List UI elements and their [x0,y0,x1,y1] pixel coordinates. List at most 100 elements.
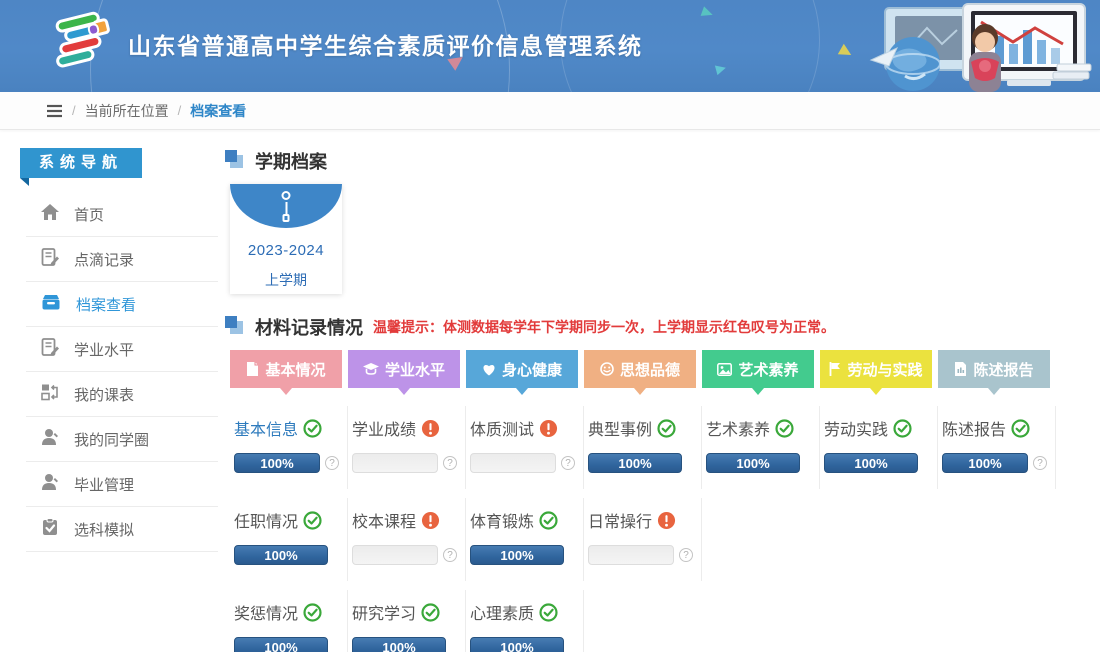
tab-moral-character[interactable]: 思想品德 [584,350,696,388]
paper-plane-icon [837,43,855,61]
progress-bar: 100% [234,453,320,473]
sidebar-item-home[interactable]: 首页 [26,192,218,237]
progress-bar: 100% [942,453,1028,473]
heart-icon [482,363,496,376]
tab-art[interactable]: 艺术素养 [702,350,814,388]
sidebar-item-classmates[interactable]: 我的同学圈 [26,417,218,462]
graduation-icon [40,472,60,497]
card-psych-quality: 心理素质 100% [466,590,584,652]
graduation-cap-icon [362,362,379,376]
pin-icon [281,191,291,216]
section-icon [225,315,243,334]
complete-icon [421,602,440,622]
card-position-status: 任职情况 100% [230,498,348,581]
complete-icon [303,602,322,622]
card-research-study: 研究学习 100% [348,590,466,652]
semester-term: 上学期 [265,272,307,288]
tab-statement-report[interactable]: 陈述报告 [938,350,1050,388]
classmates-icon [40,427,60,452]
archive-icon [40,292,62,317]
complete-icon [775,418,794,438]
complete-icon [893,418,912,438]
materials-section-title: 材料记录情况 [255,318,363,338]
progress-bar: 100% [234,637,328,652]
card-row-3: 奖惩情况 100% 研究学习 100% 心理素质 [230,590,1100,652]
help-icon[interactable]: ? [679,548,693,562]
card-row-1: 基本信息 100%? 学业成绩 ? 体质测试 [230,406,1100,489]
complete-icon [1011,418,1030,438]
progress-bar: 100% [234,545,328,565]
help-icon[interactable]: ? [325,456,339,470]
app-logo [48,10,122,81]
card-daily-conduct: 日常操行 ? [584,498,702,581]
progress-bar [352,545,438,565]
calendar-arc-decoration [230,184,342,228]
sidebar-item-academic-level[interactable]: 学业水平 [26,327,218,372]
help-icon[interactable]: ? [561,456,575,470]
card-labor-practice: 劳动实践 100% [820,406,938,489]
materials-tip: 温馨提示：体测数据每学年下学期同步一次，上学期显示红色叹号为正常。 [373,319,835,335]
card-reward-punishment: 奖惩情况 100% [230,590,348,652]
sidebar: 系统导航 首页 点滴记录 档案查看 学业水平 [20,148,218,652]
sidebar-item-graduation[interactable]: 毕业管理 [26,462,218,507]
sidebar-item-timetable[interactable]: 我的课表 [26,372,218,417]
tab-health[interactable]: 身心健康 [466,350,578,388]
help-icon[interactable]: ? [443,456,457,470]
help-icon[interactable]: ? [1033,456,1047,470]
schedule-icon [40,382,60,407]
card-art-literacy: 艺术素养 100% [702,406,820,489]
card-row-2: 任职情况 100% 校本课程 ? 体育锻炼 [230,498,1100,581]
complete-icon [539,510,558,530]
alert-icon [657,511,676,529]
academic-icon [40,337,60,362]
semester-card[interactable]: 2023-2024 上学期 [230,184,342,294]
breadcrumb-current[interactable]: 档案查看 [190,102,247,119]
report-icon [954,362,967,376]
card-academic-score: 学业成绩 ? [348,406,466,489]
progress-bar [588,545,674,565]
complete-icon [539,602,558,622]
card-basic-info: 基本信息 100%? [230,406,348,489]
progress-bar: 100% [352,637,446,652]
complete-icon [303,418,322,438]
breadcrumb: / 当前所在位置 / 档案查看 [0,92,1100,130]
tab-academic-level[interactable]: 学业水平 [348,350,460,388]
sidebar-item-records[interactable]: 点滴记录 [26,237,218,282]
category-tabs: 基本情况 学业水平 身心健康 思想品德 艺术素养 [230,350,1100,388]
progress-bar [352,453,438,473]
sidebar-nav: 首页 点滴记录 档案查看 学业水平 我的课表 [26,192,218,552]
card-physical-test: 体质测试 ? [466,406,584,489]
help-icon[interactable]: ? [443,548,457,562]
tab-labor-practice[interactable]: 劳动与实践 [820,350,932,388]
progress-bar: 100% [470,545,564,565]
material-cards: 基本信息 100%? 学业成绩 ? 体质测试 [230,406,1100,652]
breadcrumb-location: 当前所在位置 [84,102,169,119]
app-title: 山东省普通高中学生综合素质评价信息管理系统 [128,33,643,59]
card-statement-report: 陈述报告 100%? [938,406,1056,489]
card-typical-case: 典型事例 100% [584,406,702,489]
progress-bar: 100% [588,453,682,473]
alert-icon [539,419,558,437]
alert-icon [421,511,440,529]
card-physical-exercise: 体育锻炼 100% [466,498,584,581]
app-header: 山东省普通高中学生综合素质评价信息管理系统 [0,0,1100,92]
breadcrumb-separator: / [177,103,182,118]
menu-icon[interactable] [46,104,63,118]
record-icon [40,247,60,272]
main-content: 学期档案 2023-2024 上学期 材料记录情况 温馨提示：体测数据每学年下学… [218,148,1100,652]
sidebar-item-archive-view[interactable]: 档案查看 [26,282,218,327]
subject-select-icon [40,517,60,542]
progress-bar: 100% [706,453,800,473]
smiley-icon [600,362,614,376]
pin-icon [282,214,290,222]
sidebar-title: 系统导航 [20,148,142,186]
alert-icon [421,419,440,437]
sidebar-item-subject-simulation[interactable]: 选科模拟 [26,507,218,552]
flag-icon [829,362,841,376]
semester-year: 2023-2024 [247,242,325,259]
complete-icon [657,418,676,438]
picture-icon [717,362,733,376]
tab-basic-info[interactable]: 基本情况 [230,350,342,388]
progress-bar [470,453,556,473]
